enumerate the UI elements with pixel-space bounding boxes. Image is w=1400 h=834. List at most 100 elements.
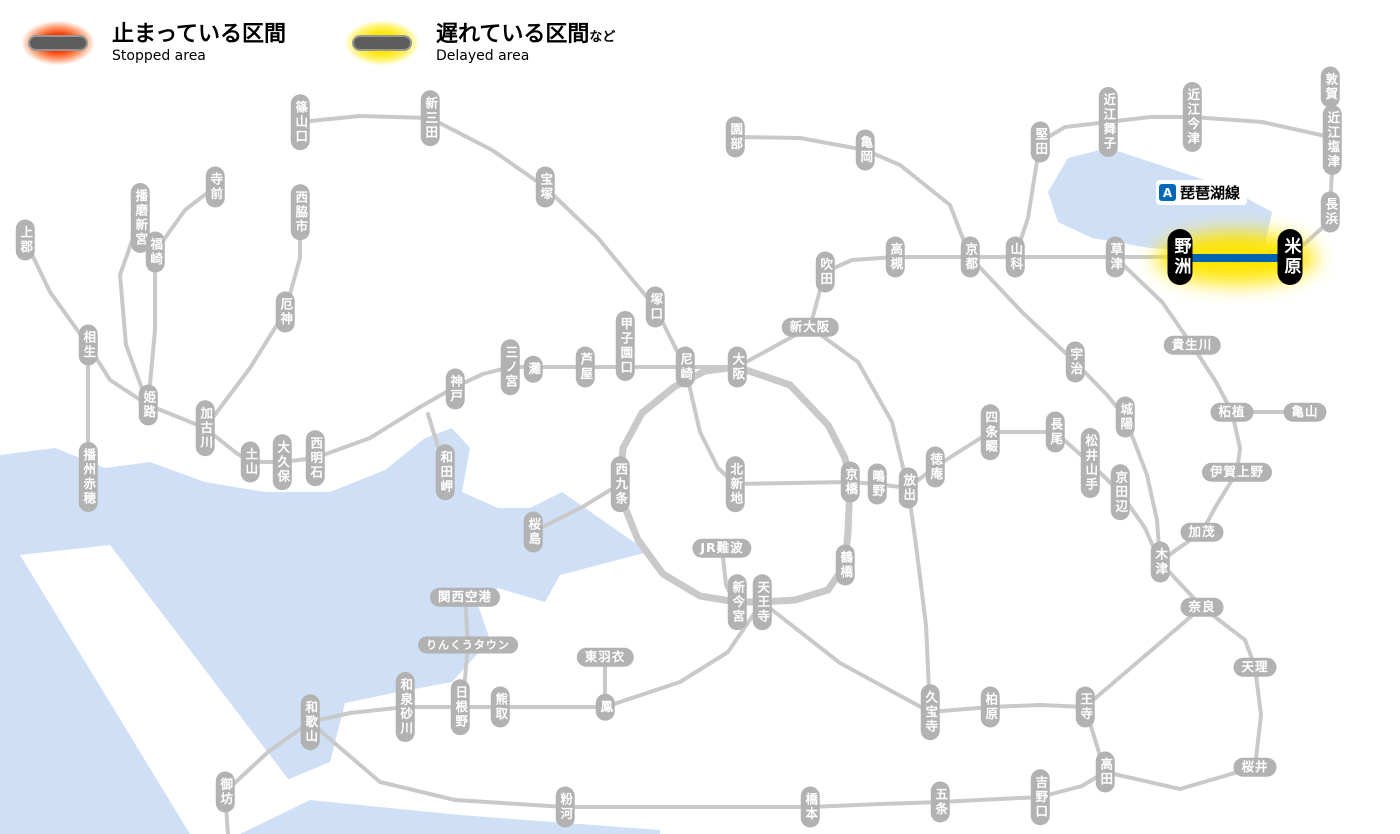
station-京都: 京都 <box>960 236 980 278</box>
station-近江塩津: 近江塩津 <box>1322 105 1342 175</box>
water-layer <box>0 148 1272 834</box>
station-天理: 天理 <box>1233 657 1277 677</box>
station-草津: 草津 <box>1105 236 1125 278</box>
station-四条畷: 四条畷 <box>980 404 1000 460</box>
station-相生: 相生 <box>78 324 98 366</box>
station-木津: 木津 <box>1150 541 1170 583</box>
station-京橋: 京橋 <box>840 461 860 503</box>
station-鶴橋: 鶴橋 <box>835 544 855 586</box>
station-加古川: 加古川 <box>195 400 215 456</box>
line-yumesaki <box>531 482 622 534</box>
line-takarazuka <box>298 114 687 369</box>
station-甲子園口: 甲子園口 <box>615 311 635 381</box>
south-sea <box>240 800 660 834</box>
station-高槻: 高槻 <box>885 236 905 278</box>
station-御坊: 御坊 <box>215 771 235 813</box>
station-三ノ宮: 三ノ宮 <box>500 339 520 395</box>
line-letter-icon: A <box>1159 184 1176 201</box>
station-上郡: 上郡 <box>15 219 35 261</box>
station-放出: 放出 <box>898 467 918 509</box>
station-天王寺: 天王寺 <box>752 574 772 630</box>
station-鴫野: 鴫野 <box>867 463 887 505</box>
station-伊賀上野: 伊賀上野 <box>1201 462 1273 482</box>
delayed-glow-icon <box>336 14 428 72</box>
station-長浜: 長浜 <box>1320 191 1340 233</box>
station-姫路: 姫路 <box>138 384 158 426</box>
station-桜島: 桜島 <box>523 511 543 553</box>
station-日根野: 日根野 <box>450 679 470 735</box>
line-bar-icon <box>28 35 88 51</box>
station-新大阪: 新大阪 <box>781 317 839 337</box>
station-吉野口: 吉野口 <box>1030 769 1050 825</box>
station-大久保: 大久保 <box>272 434 292 490</box>
station-長尾: 長尾 <box>1045 411 1065 453</box>
station-大阪: 大阪 <box>727 346 747 388</box>
station-高田: 高田 <box>1095 751 1115 793</box>
station-奈良: 奈良 <box>1180 597 1224 617</box>
station-加茂: 加茂 <box>1180 522 1224 542</box>
station-王寺: 王寺 <box>1075 686 1095 728</box>
station-京田辺: 京田辺 <box>1110 464 1130 520</box>
legend-delayed-en: Delayed area <box>436 48 530 65</box>
station-西九条: 西九条 <box>610 456 630 512</box>
station-柘植: 柘植 <box>1210 402 1254 422</box>
station-敦賀: 敦賀 <box>1320 66 1340 108</box>
stopped-glow-icon <box>12 14 104 72</box>
line-kisei <box>223 720 312 834</box>
legend-delayed-ja: 遅れている区間など <box>436 21 616 47</box>
station-堅田: 堅田 <box>1030 121 1050 163</box>
delay-highlight <box>1156 232 1316 284</box>
line-tozai <box>683 365 852 486</box>
station-新三田: 新三田 <box>420 90 440 146</box>
line-sagano <box>733 135 972 259</box>
line-kansai <box>1158 410 1242 564</box>
station-桜井: 桜井 <box>1233 757 1277 777</box>
station-福崎: 福崎 <box>145 231 165 273</box>
station-熊取: 熊取 <box>490 686 510 728</box>
station-亀岡: 亀岡 <box>855 129 875 171</box>
station-鳳: 鳳 <box>595 693 615 721</box>
station-和田岬: 和田岬 <box>435 444 455 500</box>
station-新今宮: 新今宮 <box>727 574 747 630</box>
station-徳庵: 徳庵 <box>925 446 945 488</box>
legend-delayed: 遅れている区間など Delayed area <box>336 14 615 72</box>
station-宇治: 宇治 <box>1065 341 1085 383</box>
station-厄神: 厄神 <box>275 291 295 333</box>
station-久宝寺: 久宝寺 <box>920 684 940 740</box>
station-西明石: 西明石 <box>305 430 325 486</box>
line-kishin <box>118 216 150 407</box>
station-播州赤穂: 播州赤穂 <box>78 442 98 512</box>
station-りんくうタウン: りんくうタウン <box>418 636 518 654</box>
line-badge-name: 琵琶湖線 <box>1180 184 1241 202</box>
station-関西空港: 関西空港 <box>429 587 501 607</box>
station-吹田: 吹田 <box>815 251 835 293</box>
station-宝塚: 宝塚 <box>535 166 555 208</box>
line-sakurai <box>1103 605 1263 791</box>
legend-stopped-en: Stopped area <box>112 48 206 65</box>
station-園部: 園部 <box>725 116 745 158</box>
station-篠山口: 篠山口 <box>290 94 310 150</box>
station-山科: 山科 <box>1005 236 1025 278</box>
station-東羽衣: 東羽衣 <box>576 647 634 667</box>
line-oji-nara <box>1083 605 1204 709</box>
line-gakkentoshi <box>848 430 1162 564</box>
station-城陽: 城陽 <box>1115 396 1135 438</box>
station-五条: 五条 <box>930 781 950 823</box>
station-神戸: 神戸 <box>445 368 465 410</box>
station-松井山手: 松井山手 <box>1080 428 1100 498</box>
station-近江今津: 近江今津 <box>1182 82 1202 152</box>
station-塚口: 塚口 <box>645 286 665 328</box>
biwako-line-badge[interactable]: A 琵琶湖線 <box>1156 180 1248 205</box>
station-橋本: 橋本 <box>800 786 820 828</box>
station-粉河: 粉河 <box>555 786 575 828</box>
legend-stopped: 止まっている区間 Stopped area <box>12 14 286 72</box>
station-柏原: 柏原 <box>980 686 1000 728</box>
station-亀山: 亀山 <box>1283 402 1327 422</box>
legend-stopped-ja: 止まっている区間 <box>112 21 287 47</box>
station-芦屋: 芦屋 <box>575 346 595 388</box>
station-寺前: 寺前 <box>205 166 225 208</box>
station-和歌山: 和歌山 <box>300 694 320 750</box>
legend-delayed-suffix: など <box>589 29 616 45</box>
